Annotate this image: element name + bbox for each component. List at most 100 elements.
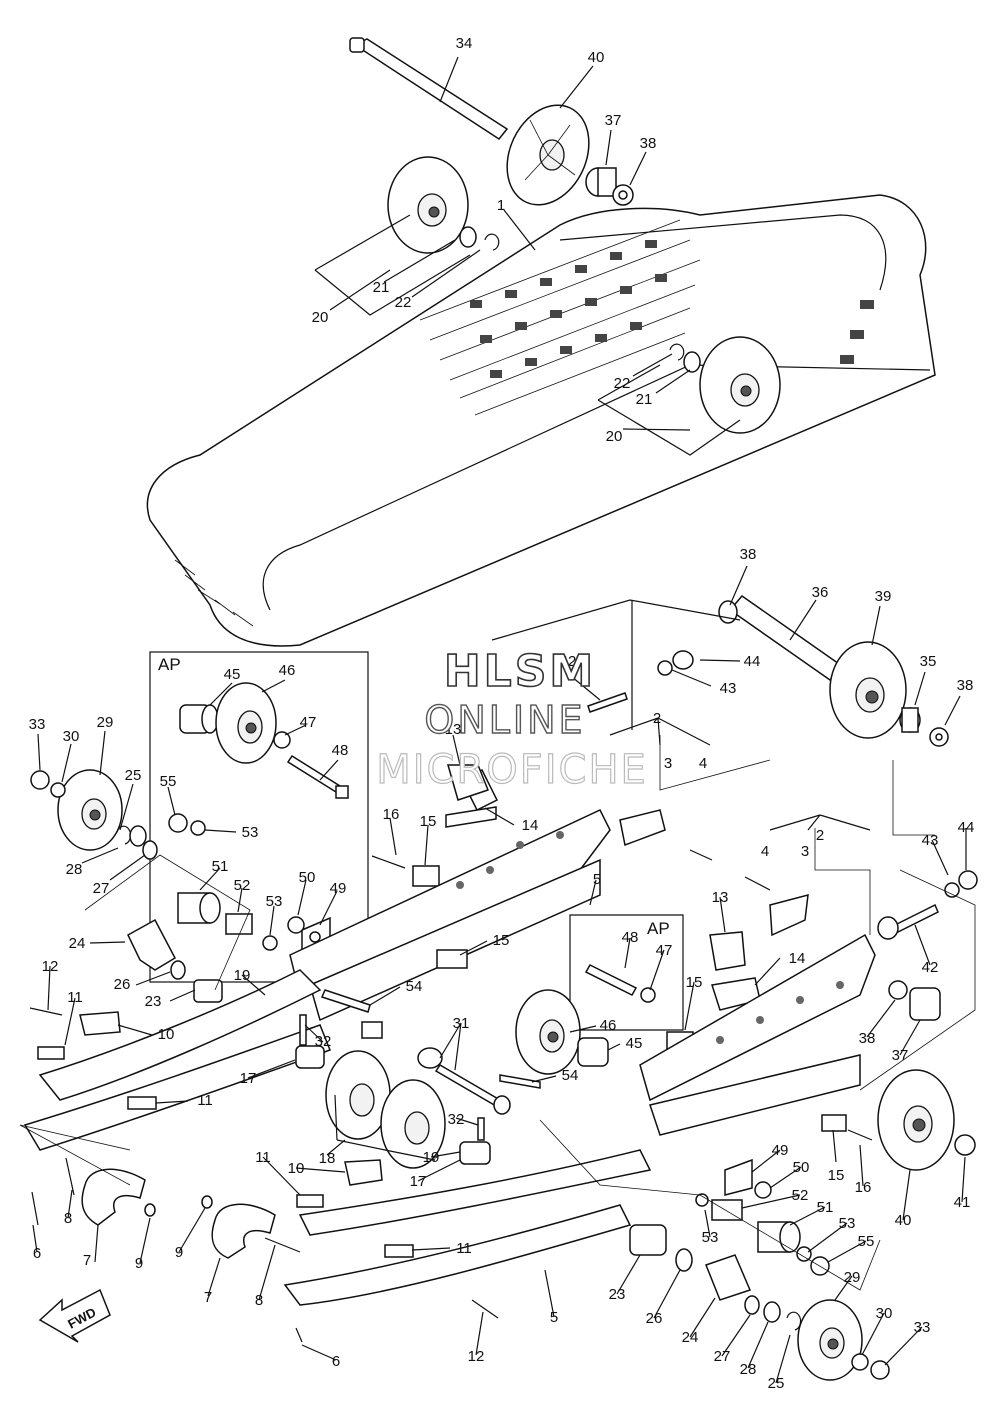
callout-28: 28 [740,1361,757,1378]
callout-22: 22 [395,294,412,311]
callout-51: 51 [212,858,229,875]
part-45-left [179,704,219,734]
callout-26: 26 [114,976,131,993]
callout-47: 47 [300,714,317,731]
callout-7: 7 [83,1252,91,1269]
bushing-38-right [888,980,908,1000]
washer-30-left [50,782,66,798]
slide-runner-right [283,1149,652,1306]
plate-15-left-b [436,949,468,969]
screw-6-left [31,1191,39,1226]
nut-44-right [958,870,978,890]
part-3-left [619,809,666,847]
watermark-line3: MICROFICHE [376,747,648,793]
callout-4: 4 [699,755,707,772]
collar-17-left [295,1045,325,1069]
collar-51-right [757,1221,801,1253]
part-3-right [769,893,809,937]
part-13-right [709,931,746,971]
bolt-32-right [477,1117,485,1141]
bearing-21-left [459,226,477,248]
callout-51: 51 [817,1199,834,1216]
idler-wheel-40-top [506,104,590,206]
wheel-46-left [215,682,277,764]
bolt-54-left [320,989,371,1013]
nut-50-left [287,916,305,934]
wheel-39 [829,641,907,739]
guide-10-left [79,1011,121,1036]
callout-47: 47 [656,942,673,959]
callout-30: 30 [876,1305,893,1322]
wheels-18 [325,1050,446,1169]
callout-27: 27 [93,880,110,897]
callout-43: 43 [922,832,939,849]
washer-47-left [273,731,291,749]
watermark: HLSM ONLINE MICROFICHE [376,645,648,793]
part-31-collar [417,1047,443,1069]
callout-25: 25 [125,767,142,784]
guide-10-right [344,1159,383,1186]
callout-38: 38 [859,1030,876,1047]
callout-26: 26 [646,1310,663,1327]
callout-49: 49 [772,1142,789,1159]
callout-54: 54 [406,978,423,995]
nut-33-left [30,770,50,790]
ap-label-left: AP [158,655,181,674]
callout-24: 24 [682,1329,699,1346]
callout-2: 2 [816,827,824,844]
washer-53-right-b [796,1246,812,1262]
callout-13: 13 [445,721,462,738]
track-belt [146,194,936,647]
callout-53: 53 [839,1215,856,1232]
washer-53-left-a [190,820,206,836]
callout-20: 20 [606,428,623,445]
part-13-left [447,764,489,801]
circlip-22-right [669,343,685,361]
bolt-42-top [587,692,628,713]
callout-19: 19 [234,967,251,984]
rivet-8-left [65,1157,75,1196]
wheel-29-left [57,769,123,851]
callout-49: 49 [330,880,347,897]
callout-40: 40 [895,1212,912,1229]
callout-5: 5 [593,871,601,888]
plate-15-left-a [412,865,440,887]
callout-7: 7 [204,1289,212,1306]
callout-45: 45 [626,1035,643,1052]
callout-40: 40 [588,49,605,66]
callout-45: 45 [224,666,241,683]
pin-4-right [744,876,771,891]
collar-35 [899,707,921,733]
callout-37: 37 [605,112,622,129]
part-24-right [705,1254,752,1301]
bumper-23-right [629,1224,667,1256]
rivet-12-right [471,1299,499,1319]
axle-36 [718,594,844,682]
callout-25: 25 [768,1375,785,1392]
callout-6: 6 [332,1353,340,1370]
pin-16-left [371,855,406,869]
callout-33: 33 [914,1319,931,1336]
slider-7-left [81,1168,146,1226]
wheel-46-right [515,989,581,1075]
callout-52: 52 [234,877,251,894]
slider-7-right [211,1203,276,1259]
washer-26-right [675,1248,693,1272]
callout-6: 6 [33,1245,41,1262]
callout-11: 11 [67,989,83,1006]
side-frame-5-left [289,809,611,1022]
callout-12: 12 [468,1348,485,1365]
callout-28: 28 [66,861,83,878]
callout-9: 9 [175,1244,183,1261]
callout-10: 10 [158,1026,175,1043]
callout-12: 12 [42,958,59,975]
callout-35: 35 [920,653,937,670]
ap-label-right: AP [647,919,670,938]
callout-16: 16 [855,1179,872,1196]
circlip-25-left [116,825,132,845]
washer-9-left [144,1203,156,1217]
bearing-21-right [683,351,701,373]
callout-37: 37 [892,1047,909,1064]
collar-51-left [177,892,221,924]
part-11-right-b [384,1244,414,1258]
